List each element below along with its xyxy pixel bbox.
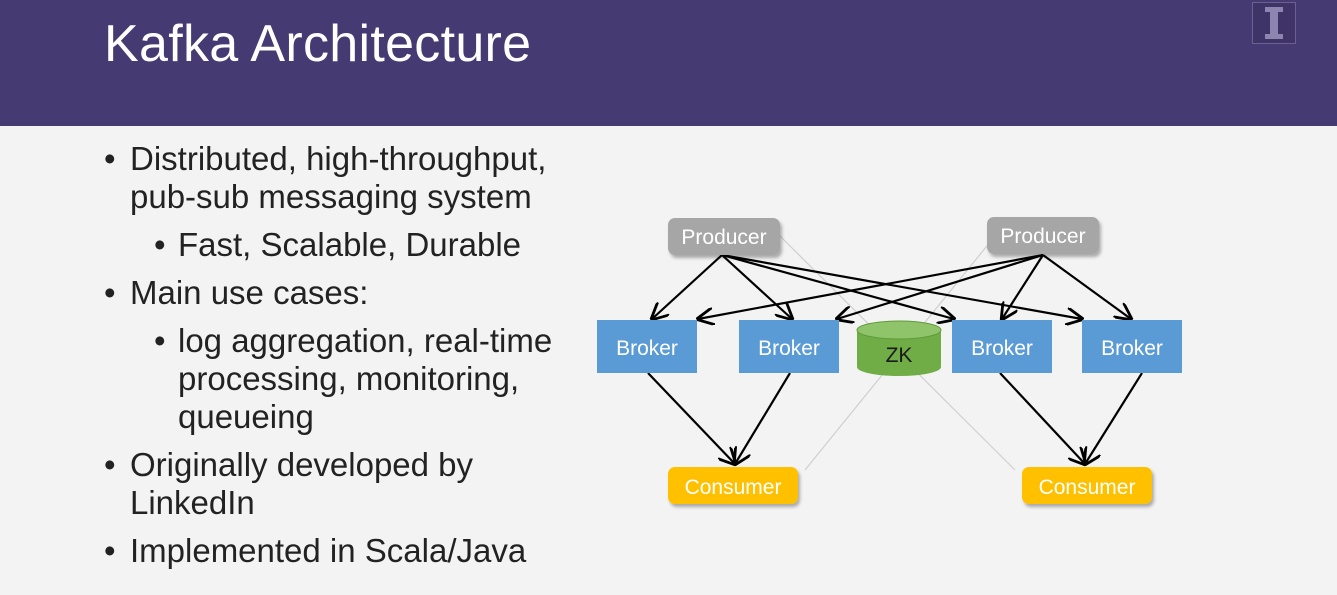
broker-node-4: Broker bbox=[1082, 320, 1182, 373]
bullet-implemented: Implemented in Scala/Java bbox=[104, 532, 604, 570]
broker-node-1: Broker bbox=[597, 320, 697, 373]
producer-label: Producer bbox=[1000, 225, 1085, 248]
broker-node-3: Broker bbox=[952, 320, 1052, 373]
consumer-label: Consumer bbox=[1039, 476, 1136, 499]
university-logo-icon bbox=[1252, 2, 1296, 44]
zookeeper-label: ZK bbox=[886, 344, 913, 367]
broker-label: Broker bbox=[616, 337, 678, 360]
bullet-list: Distributed, high-throughput, pub-sub me… bbox=[104, 140, 604, 580]
bullet-text: Distributed, high-throughput, bbox=[130, 140, 547, 177]
subbullet-text: processing, monitoring, bbox=[178, 360, 520, 397]
producer-node-1: Producer bbox=[668, 218, 780, 255]
producer-broker-arrows bbox=[652, 253, 1131, 319]
consumer-label: Consumer bbox=[685, 476, 782, 499]
subbullet-log-aggregation: log aggregation, real-time processing, m… bbox=[104, 322, 604, 436]
broker-consumer-arrows bbox=[647, 372, 1143, 464]
bullet-text: LinkedIn bbox=[130, 484, 255, 521]
broker-label: Broker bbox=[758, 337, 820, 360]
bullet-distributed: Distributed, high-throughput, pub-sub me… bbox=[104, 140, 604, 216]
slide-title: Kafka Architecture bbox=[104, 15, 532, 73]
subbullet-text: log aggregation, real-time bbox=[178, 322, 553, 359]
producer-label: Producer bbox=[681, 226, 766, 249]
bullet-text: pub-sub messaging system bbox=[130, 178, 532, 215]
subbullet-fast: Fast, Scalable, Durable bbox=[104, 226, 604, 264]
bullet-linkedin: Originally developed by LinkedIn bbox=[104, 446, 604, 522]
bullet-text: Implemented in Scala/Java bbox=[130, 532, 527, 569]
broker-node-2: Broker bbox=[739, 320, 839, 373]
consumer-node-1: Consumer bbox=[668, 467, 798, 504]
bullet-text: Originally developed by bbox=[130, 446, 474, 483]
zookeeper-cylinder-icon: ZK bbox=[856, 320, 942, 376]
broker-label: Broker bbox=[971, 337, 1033, 360]
bullet-use-cases: Main use cases: bbox=[104, 274, 604, 312]
subbullet-text: queueing bbox=[178, 398, 314, 435]
broker-label: Broker bbox=[1101, 337, 1163, 360]
title-bar: Kafka Architecture bbox=[0, 0, 1337, 126]
producer-node-2: Producer bbox=[987, 217, 1099, 254]
consumer-node-2: Consumer bbox=[1022, 467, 1152, 504]
bullet-text: Main use cases: bbox=[130, 274, 369, 311]
subbullet-text: Fast, Scalable, Durable bbox=[178, 226, 522, 263]
